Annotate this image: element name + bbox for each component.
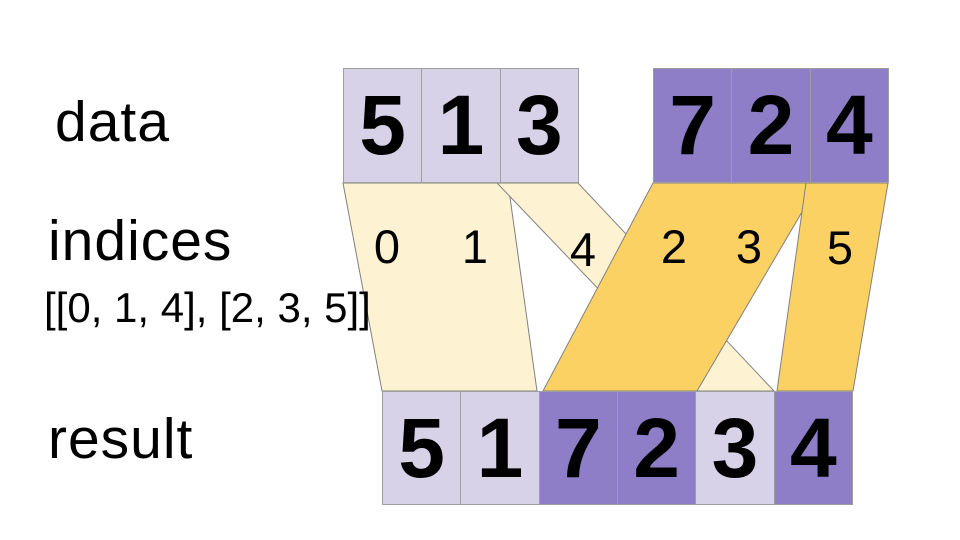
- result-cell: 7: [539, 392, 618, 504]
- result-cell: 4: [774, 392, 852, 504]
- index-value: 2: [660, 220, 688, 273]
- result-label: result: [48, 407, 194, 471]
- data-cell: 5: [344, 69, 423, 182]
- band-gold-straight: [776, 182, 889, 392]
- data-cell: 4: [810, 69, 888, 182]
- result-array: 5 1 7 2 3 4: [382, 391, 853, 505]
- data-cell: 2: [732, 69, 811, 182]
- result-cell: 3: [696, 392, 775, 504]
- data-cell: 1: [422, 69, 501, 182]
- result-cell: 2: [617, 392, 697, 504]
- indices-value-label: [[0, 1, 4], [2, 3, 5]]: [44, 284, 371, 331]
- index-value: 3: [735, 220, 763, 273]
- index-value: 0: [373, 220, 401, 273]
- indices-label: indices: [48, 209, 233, 273]
- index-value: 1: [461, 220, 489, 273]
- band-cream-straight: [342, 182, 538, 392]
- index-value: 5: [826, 221, 854, 274]
- data-cell: 3: [500, 69, 578, 182]
- data-array-1: 5 1 3: [343, 68, 579, 183]
- result-cell: 1: [461, 392, 540, 504]
- result-cell: 5: [383, 392, 462, 504]
- data-array-2: 7 2 4: [653, 68, 889, 183]
- index-value: 4: [569, 223, 597, 276]
- data-label: data: [55, 90, 170, 154]
- data-cell: 7: [654, 69, 733, 182]
